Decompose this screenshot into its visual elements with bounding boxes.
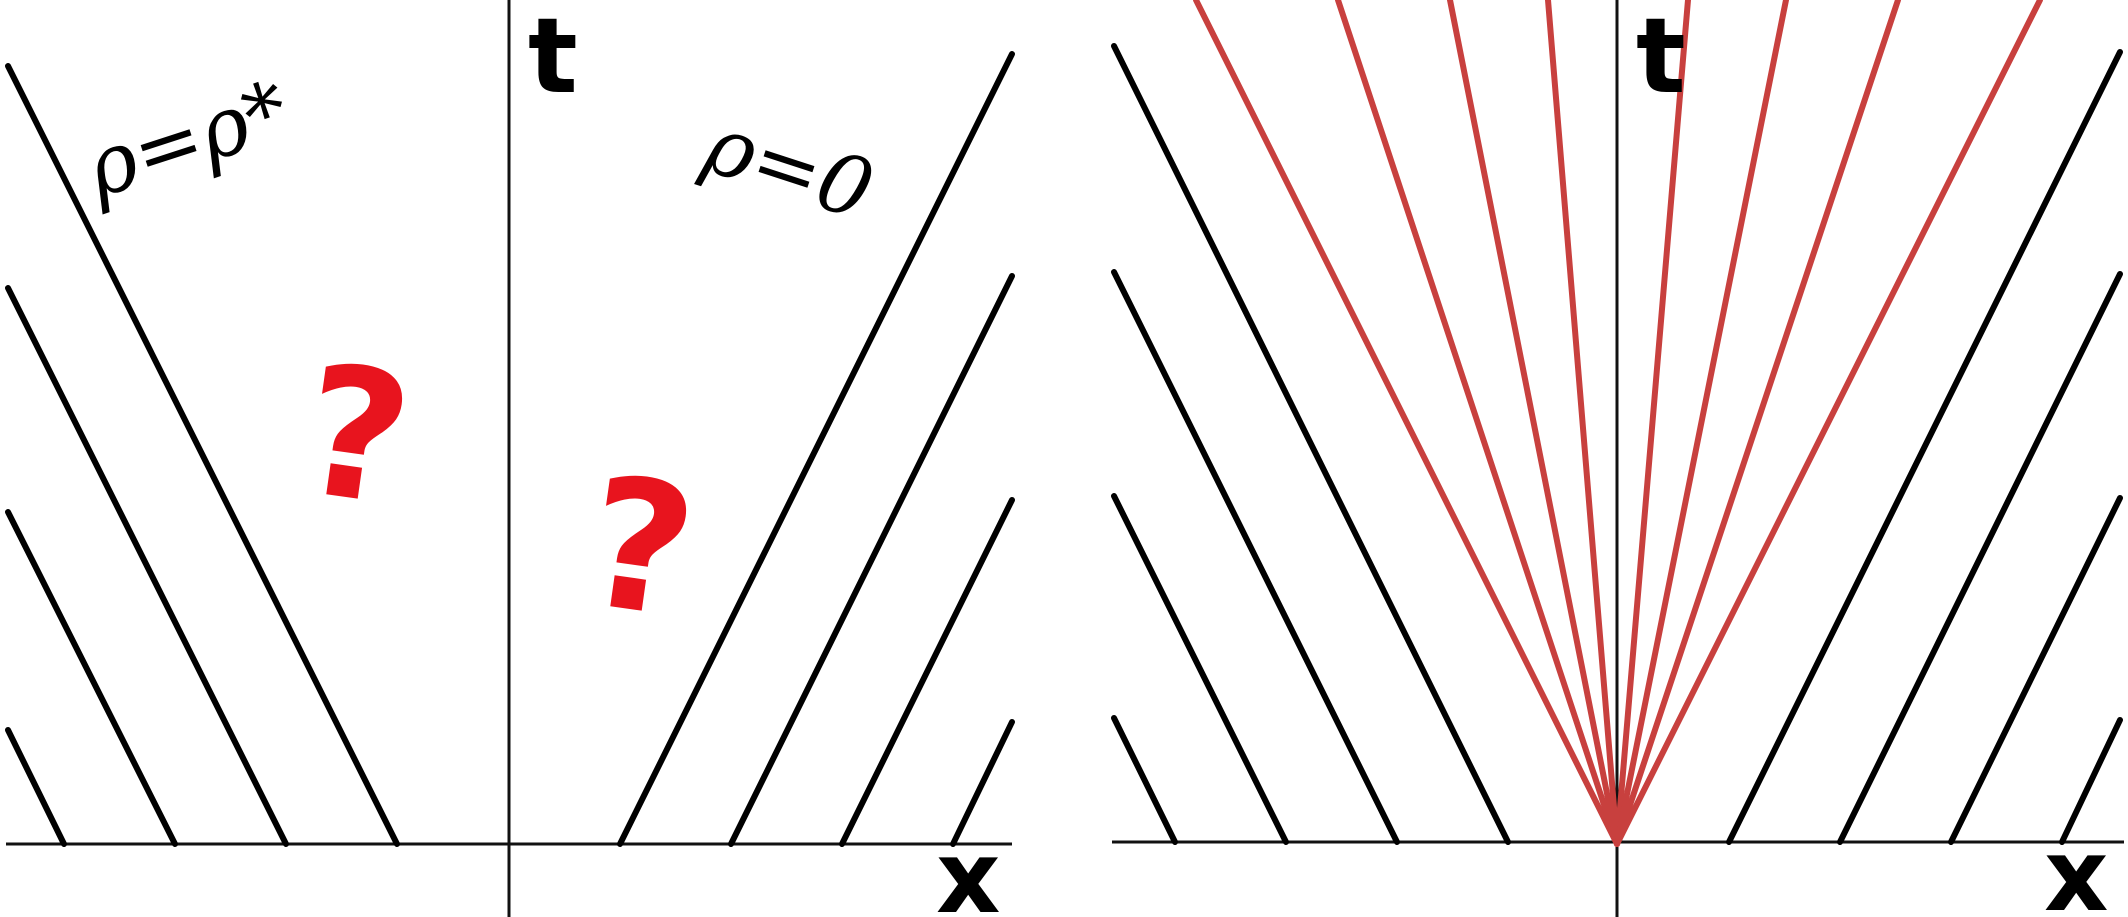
characteristic-line [1726,49,2123,845]
characteristic-line [1837,271,2123,845]
characteristic-line [839,497,1015,847]
characteristic-line [5,285,289,847]
left-characteristics-right [617,51,1015,847]
characteristic-line [1111,493,1289,845]
fan-line [1614,0,1901,847]
fan-line [1447,0,1620,847]
characteristic-line [5,509,178,847]
question-mark-right: ? [574,438,706,659]
characteristic-line [5,727,67,847]
left-characteristics-left [5,63,400,847]
characteristic-line [617,51,1015,847]
characteristic-line [5,63,400,847]
right-panel: t x [1111,0,2124,917]
characteristic-line [2059,717,2123,845]
fan-line [1614,0,1789,847]
left-x-label: x [936,819,1001,917]
characteristic-line [1111,43,1511,845]
right-characteristics-left [1111,43,1511,845]
right-x-label: x [2044,817,2109,917]
fan-line [1545,0,1620,847]
fan-line [1193,0,1620,847]
fan-line [1614,0,2043,847]
right-t-label: t [1636,0,1686,117]
left-t-label: t [528,0,578,117]
characteristic-line [1111,269,1400,845]
rarefaction-fan [1193,0,2043,847]
rho-left-label: ρ=ρ* [74,63,300,217]
characteristic-line [1111,715,1178,845]
question-mark-left: ? [290,326,422,547]
fan-line [1614,0,1691,847]
rho-right-label: ρ=0 [693,96,884,239]
characteristic-line [728,273,1015,847]
characteristic-line [1948,495,2123,845]
fan-line [1335,0,1620,847]
left-panel: t x ρ=ρ* ρ=0 ? ? [5,0,1015,917]
right-characteristics-right [1726,49,2123,845]
characteristic-line [950,719,1015,847]
